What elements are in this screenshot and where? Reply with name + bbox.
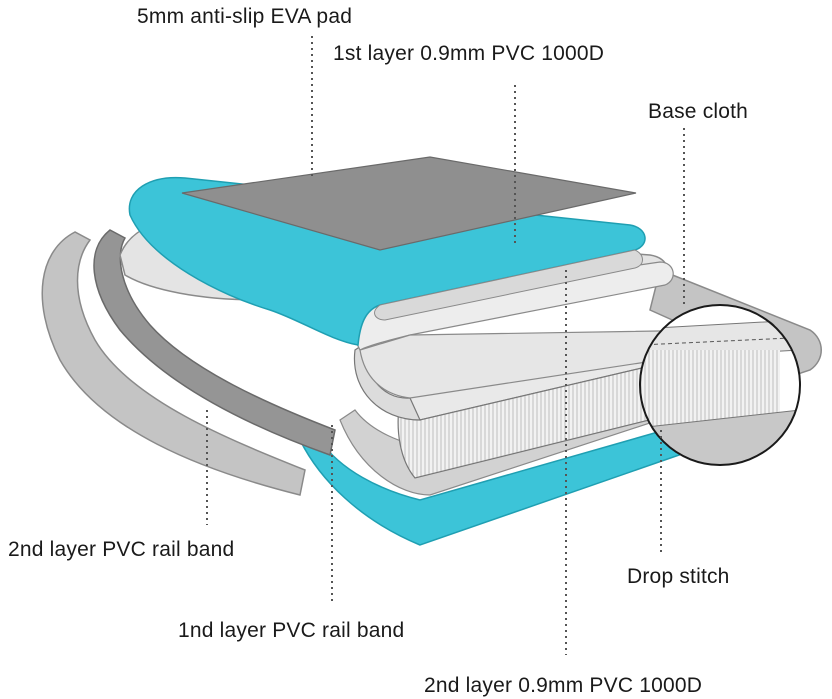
leader-lines	[206, 36, 685, 655]
rail-band-inner	[93, 229, 336, 456]
label-eva-pad: 5mm anti-slip EVA pad	[137, 5, 353, 28]
label-1st-layer: 1st layer 0.9mm PVC 1000D	[333, 42, 605, 65]
top-pvc-fold	[374, 249, 643, 321]
rail-band-outer	[41, 231, 306, 496]
detail-zoom-circle	[639, 304, 801, 466]
label-base-cloth: Base cloth	[648, 100, 749, 123]
eva-pad	[181, 156, 637, 251]
label-2nd-layer: 2nd layer 0.9mm PVC 1000D	[424, 674, 703, 697]
label-1st-rail: 1nd layer PVC rail band	[178, 619, 405, 642]
label-drop-stitch: Drop stitch	[627, 565, 730, 588]
label-2nd-rail: 2nd layer PVC rail band	[8, 538, 235, 561]
